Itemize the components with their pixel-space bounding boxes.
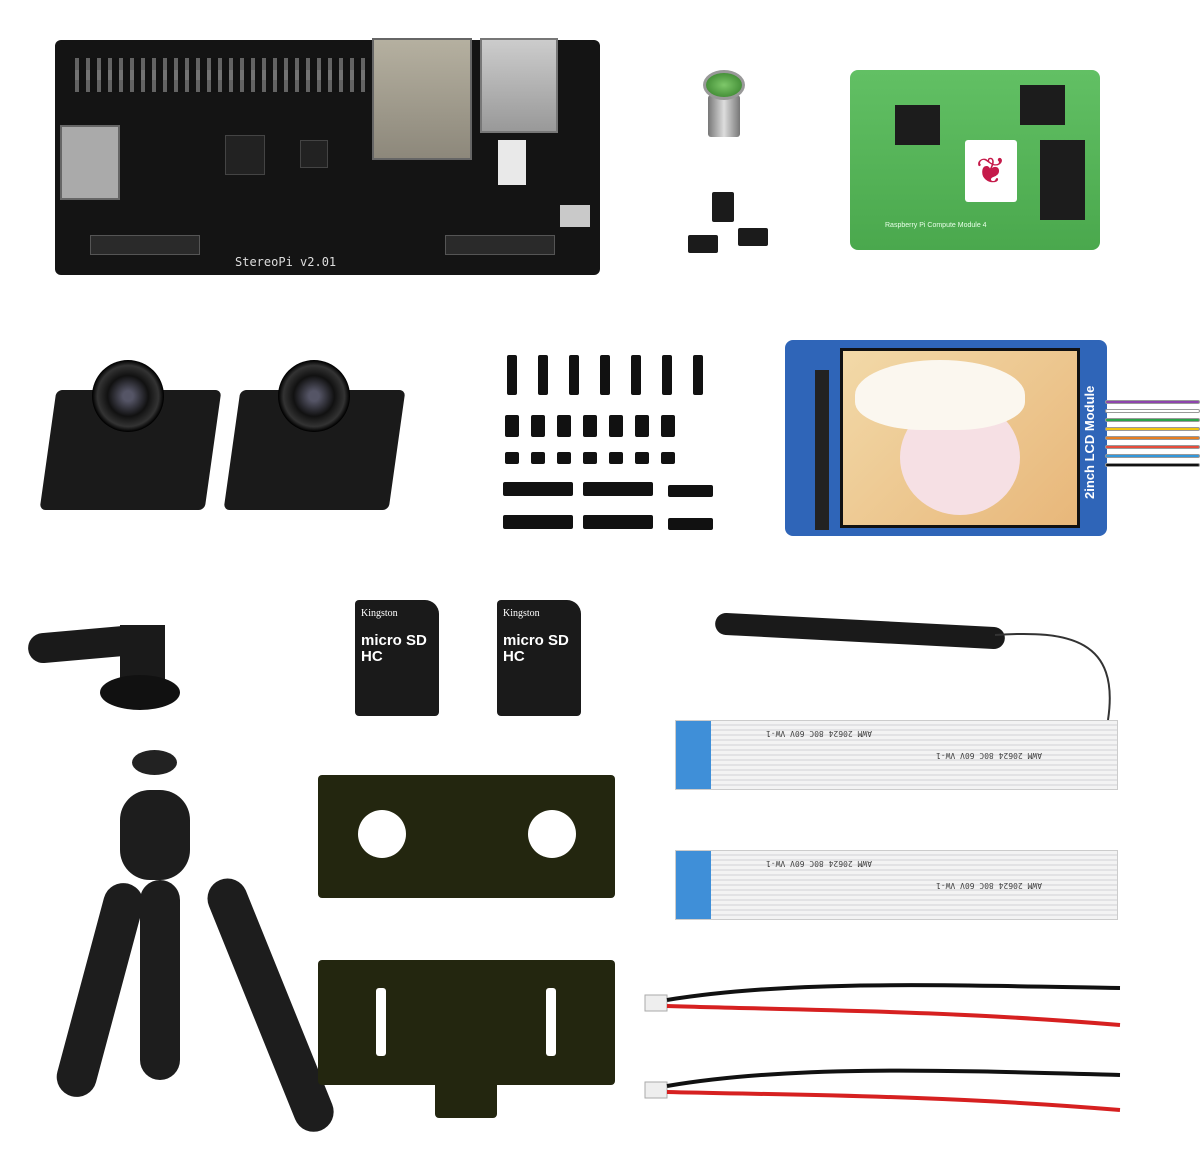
lcd-label: 2inch LCD Module: [1082, 385, 1097, 500]
ethernet-port: [372, 38, 472, 160]
nut: [583, 452, 597, 464]
camera-connector: [90, 235, 200, 255]
screw: [635, 415, 649, 437]
antenna-cable: [994, 632, 1111, 721]
short-standoff: [668, 518, 713, 530]
standoff: [600, 355, 610, 395]
nut: [661, 452, 675, 464]
gpio-header-row2: [75, 70, 370, 92]
nut: [505, 452, 519, 464]
camera-lens: [278, 360, 350, 432]
lcd-wire: [1105, 445, 1200, 449]
camera-lens: [92, 360, 164, 432]
long-standoff: [583, 515, 653, 529]
lcd-wire: [1105, 418, 1200, 422]
standoff: [507, 355, 517, 395]
screen-character-hat: [855, 360, 1025, 430]
nut: [609, 452, 623, 464]
sd-card: Kingston micro SD HC: [355, 600, 439, 716]
tripod-ball: [120, 790, 190, 880]
sd-brand: Kingston: [361, 608, 398, 619]
screw: [583, 415, 597, 437]
screw: [609, 415, 623, 437]
tripod-leg: [140, 880, 180, 1080]
jumper: [688, 235, 718, 253]
lcd-wire: [1105, 463, 1200, 467]
nut: [557, 452, 571, 464]
lcd-wire: [1105, 454, 1200, 458]
jumper: [738, 228, 768, 246]
antenna: [714, 612, 1006, 650]
raspberry-logo: ❦: [965, 140, 1017, 202]
jumper: [712, 192, 734, 222]
standoff: [538, 355, 548, 395]
sd-card: Kingston micro SD HC: [497, 600, 581, 716]
nut: [635, 452, 649, 464]
ribbon-cable: AWM 20624 80C 60V VW-1 AWM 20624 80C 60V…: [675, 850, 1118, 920]
lcd-wire: [1105, 427, 1200, 431]
mounting-plate: [318, 960, 615, 1085]
standoff: [693, 355, 703, 395]
standoff: [631, 355, 641, 395]
ribbon-cable: AWM 20624 80C 60V VW-1 AWM 20624 80C 60V…: [675, 720, 1118, 790]
mounting-plate: [318, 775, 615, 898]
nut: [531, 452, 545, 464]
chip: [300, 140, 328, 168]
short-standoff: [668, 485, 713, 497]
sd-type: micro SD HC: [503, 632, 569, 665]
camera-connector: [445, 235, 555, 255]
standoff: [569, 355, 579, 395]
sd-type: micro SD HC: [361, 632, 427, 665]
lcd-wire: [1105, 436, 1200, 440]
push-button: [708, 95, 740, 137]
gopro-mount-base: [120, 625, 165, 680]
screw: [557, 415, 571, 437]
power-wires: [644, 983, 1121, 1112]
chip: [225, 135, 265, 175]
compute-module-label: Raspberry Pi Compute Module 4: [885, 222, 987, 229]
screw: [505, 415, 519, 437]
gopro-mount: [26, 625, 130, 665]
lcd-wire: [1105, 400, 1200, 404]
tripod-leg: [52, 878, 148, 1102]
sd-slot: [60, 125, 120, 200]
tripod-head: [132, 750, 177, 775]
power-connector: [498, 140, 526, 185]
lcd-connector: [815, 370, 829, 530]
usb-port: [480, 38, 558, 133]
micro-usb-port: [560, 205, 590, 227]
sd-brand: Kingston: [503, 608, 540, 619]
board-label: StereoPi v2.01: [235, 255, 337, 269]
gopro-mount-foot: [100, 675, 180, 710]
lcd-wire: [1105, 409, 1200, 413]
screw: [531, 415, 545, 437]
screw: [661, 415, 675, 437]
long-standoff: [583, 482, 653, 496]
standoff: [662, 355, 672, 395]
long-standoff: [503, 515, 573, 529]
push-button-cap: [703, 70, 745, 100]
plate-tab: [435, 1080, 497, 1118]
long-standoff: [503, 482, 573, 496]
